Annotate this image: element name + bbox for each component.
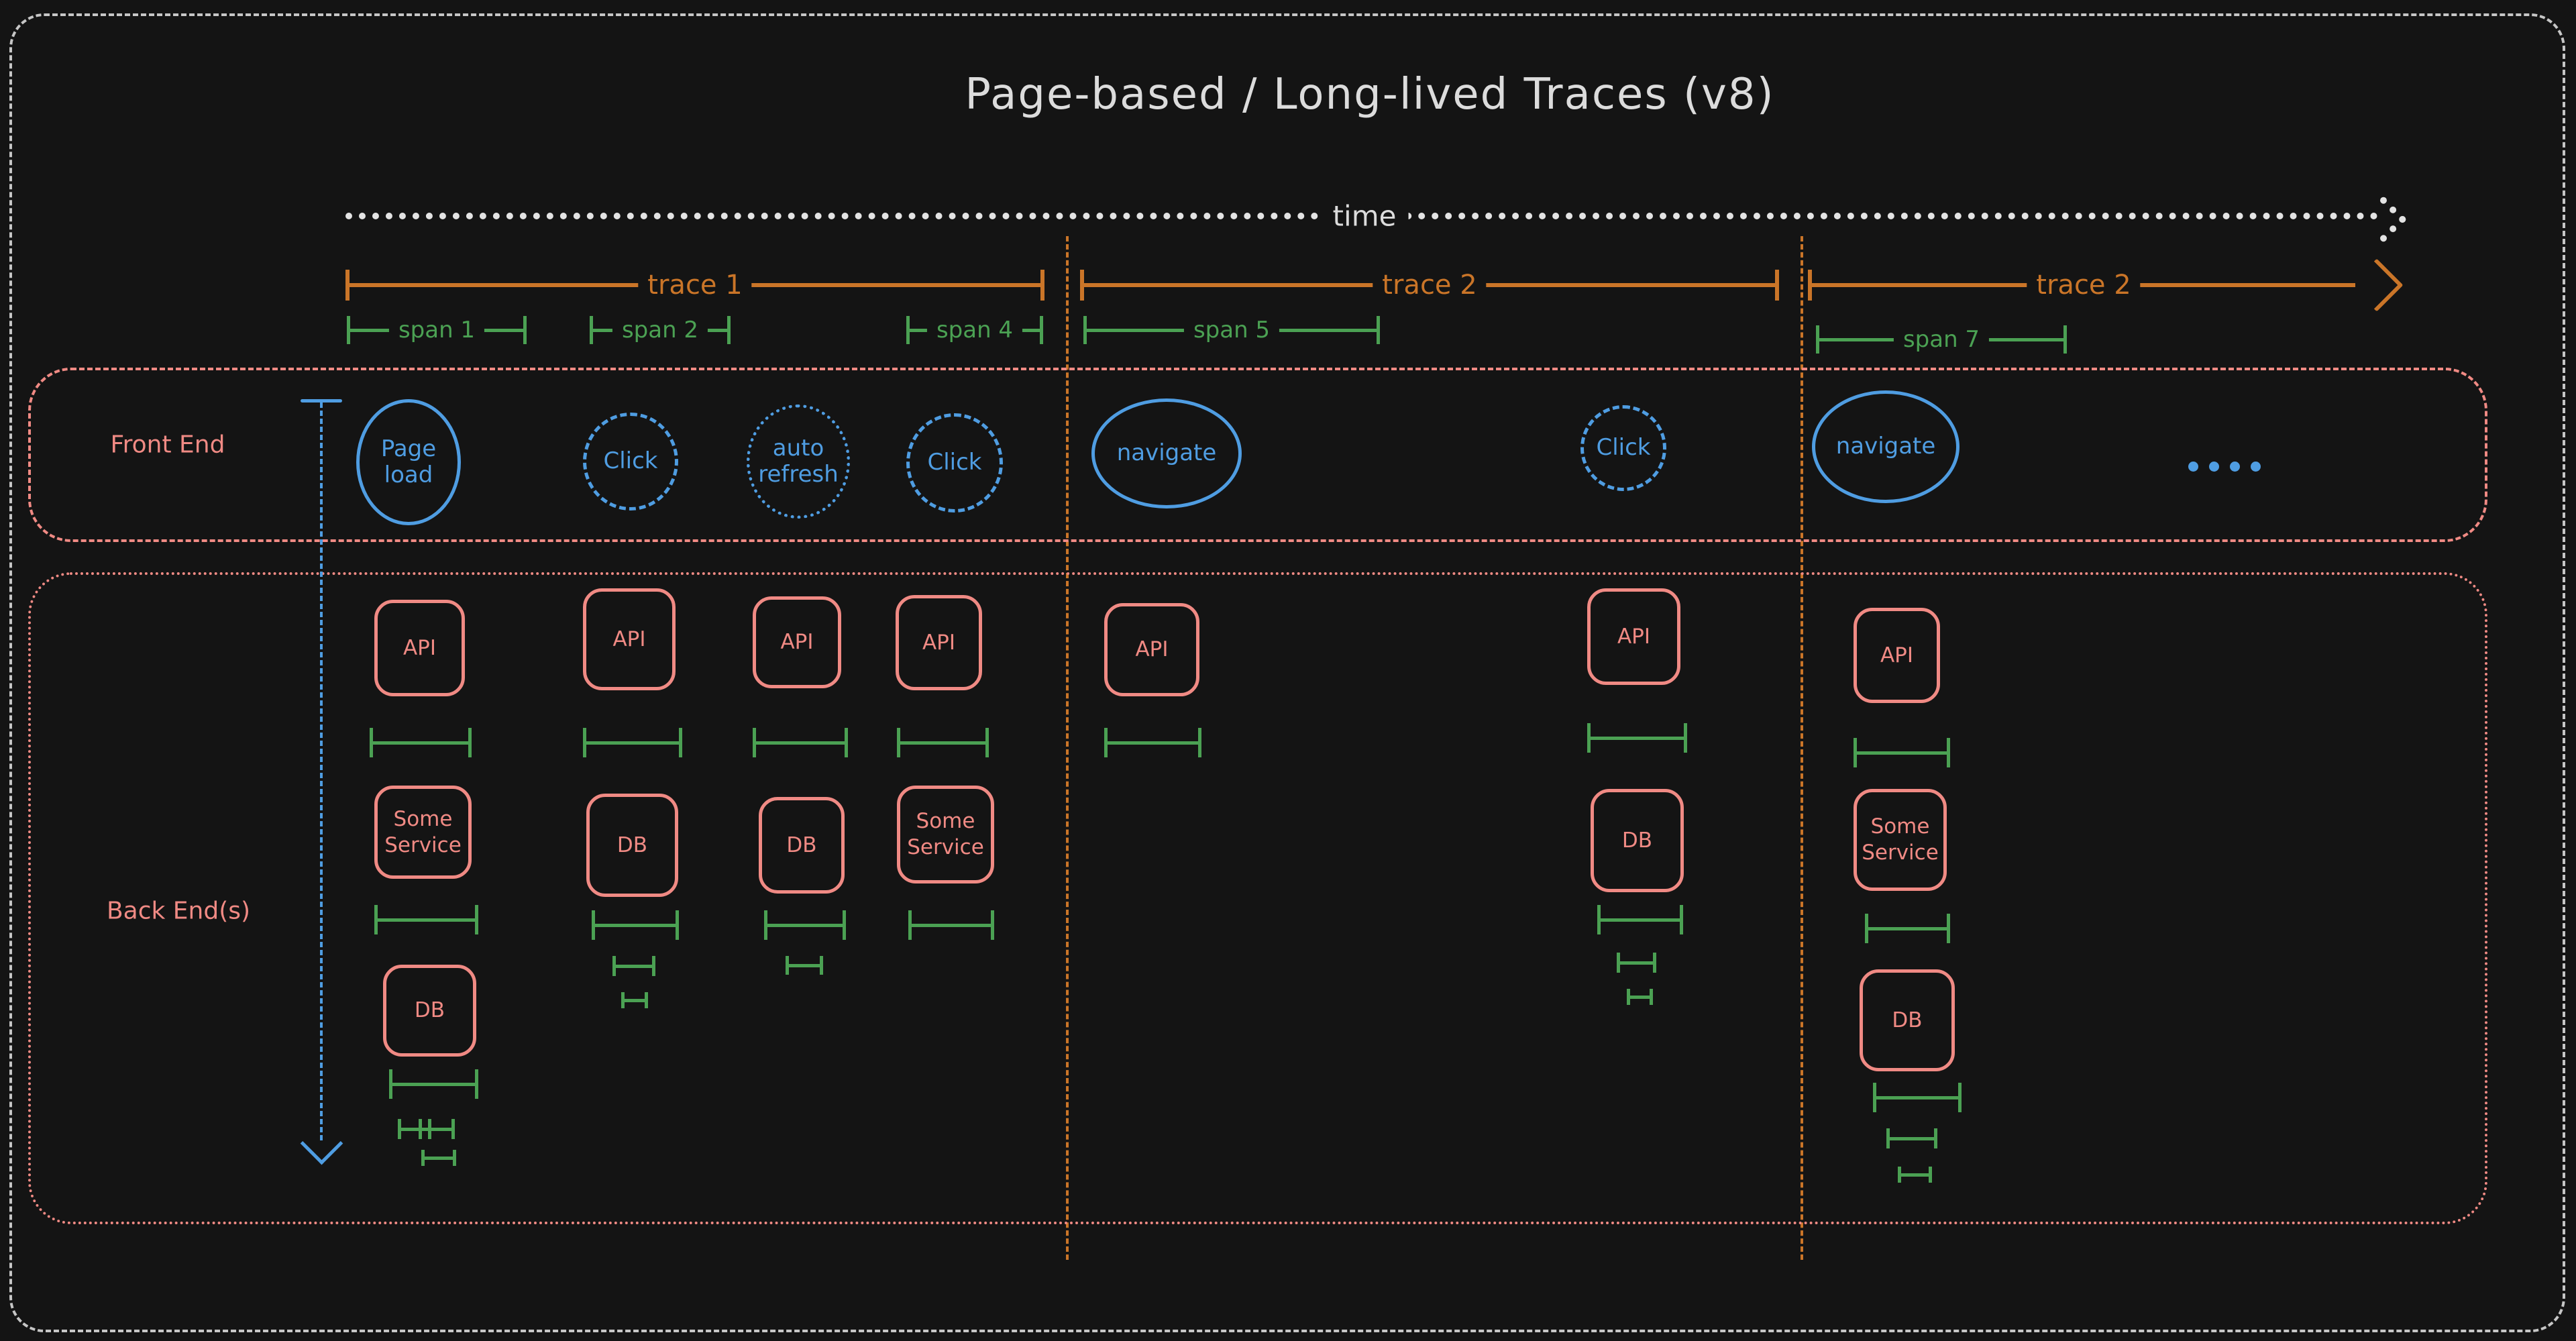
backend-lane-label: Back End(s): [106, 897, 251, 925]
frontend-lane: [28, 368, 2487, 542]
span-2-bracket: span 2: [590, 316, 731, 344]
span-4-label: span 4: [926, 317, 1023, 343]
span-bar: [421, 1150, 456, 1166]
backend-node-db: DB: [1591, 789, 1684, 892]
event-circle-click: Click: [906, 413, 1003, 513]
trace-1-bracket: trace 1: [345, 270, 1044, 301]
event-circle-click: Click: [583, 413, 678, 511]
span-1-label: span 1: [388, 317, 485, 343]
flow-arrow-start-cap: [301, 399, 342, 403]
span-bar: [592, 910, 679, 940]
backend-node-db: DB: [1860, 969, 1955, 1071]
span-bar: [786, 956, 823, 975]
event-circle-navigate: navigate: [1812, 390, 1960, 503]
span-bar: [908, 910, 994, 940]
backend-node-api: API: [1587, 588, 1680, 685]
span-bar: [374, 905, 478, 934]
span-bar: [1854, 738, 1950, 767]
span-bar: [1873, 1083, 1962, 1112]
backend-node-some-service: Some Service: [374, 786, 472, 879]
span-bar: [621, 992, 648, 1008]
backend-node-api: API: [1104, 603, 1199, 696]
backend-node-api: API: [374, 600, 465, 696]
span-5-bracket: span 5: [1083, 316, 1380, 344]
backend-node-db: DB: [586, 794, 678, 897]
trace-3-bracket: trace 2: [1808, 258, 2404, 312]
span-bar: [1898, 1167, 1932, 1183]
span-7-bracket: span 7: [1816, 325, 2067, 354]
trace-2-bracket: trace 2: [1080, 270, 1779, 301]
span-bar: [583, 728, 682, 757]
backend-node-api: API: [753, 596, 841, 688]
span-7-label: span 7: [1893, 326, 1990, 353]
span-bar: [612, 956, 655, 976]
span-bar: [1886, 1128, 1937, 1148]
trace-1-label: trace 1: [638, 270, 752, 301]
diagram-title: Page-based / Long-lived Traces (v8): [965, 70, 1775, 119]
flow-arrow-line: [320, 403, 323, 1140]
span-2-label: span 2: [612, 317, 708, 343]
event-circle-navigate: navigate: [1091, 398, 1242, 508]
trace-separator: [1066, 236, 1069, 1260]
frontend-lane-label: Front End: [110, 431, 225, 459]
span-bar: [1627, 989, 1653, 1005]
span-bar: [419, 1119, 455, 1139]
span-bar: [753, 728, 848, 757]
backend-node-some-service: Some Service: [897, 786, 994, 883]
trace-2-label: trace 2: [1373, 270, 1487, 301]
span-bar: [1104, 728, 1201, 757]
time-axis-label: time: [1320, 199, 1409, 233]
span-bar: [370, 728, 472, 757]
span-bar: [389, 1069, 478, 1099]
backend-node-db: DB: [759, 797, 845, 894]
backend-node-api: API: [583, 588, 676, 690]
backend-node-some-service: Some Service: [1854, 789, 1947, 891]
trace-separator: [1801, 236, 1803, 1260]
event-circle-click: Click: [1580, 405, 1666, 491]
backend-node-api: API: [896, 595, 982, 690]
backend-node-db: DB: [383, 965, 476, 1057]
span-bar: [764, 910, 846, 940]
span-5-label: span 5: [1183, 317, 1280, 343]
span-bar: [1597, 905, 1683, 934]
span-bar: [1587, 723, 1687, 753]
backend-node-api: API: [1854, 608, 1940, 703]
backend-lane: [28, 572, 2487, 1224]
event-circle-auto-refresh: auto refresh: [747, 405, 850, 519]
span-bar: [897, 728, 989, 757]
canvas-frame: [9, 13, 2565, 1332]
span-4-bracket: span 4: [906, 316, 1043, 344]
trace-3-label: trace 2: [2027, 270, 2141, 301]
span-1-bracket: span 1: [347, 316, 527, 344]
span-bar: [1617, 953, 1656, 973]
span-bar: [1865, 914, 1950, 943]
ellipsis-dots-icon: [2188, 462, 2261, 472]
event-circle-page-load: Page load: [356, 399, 461, 525]
